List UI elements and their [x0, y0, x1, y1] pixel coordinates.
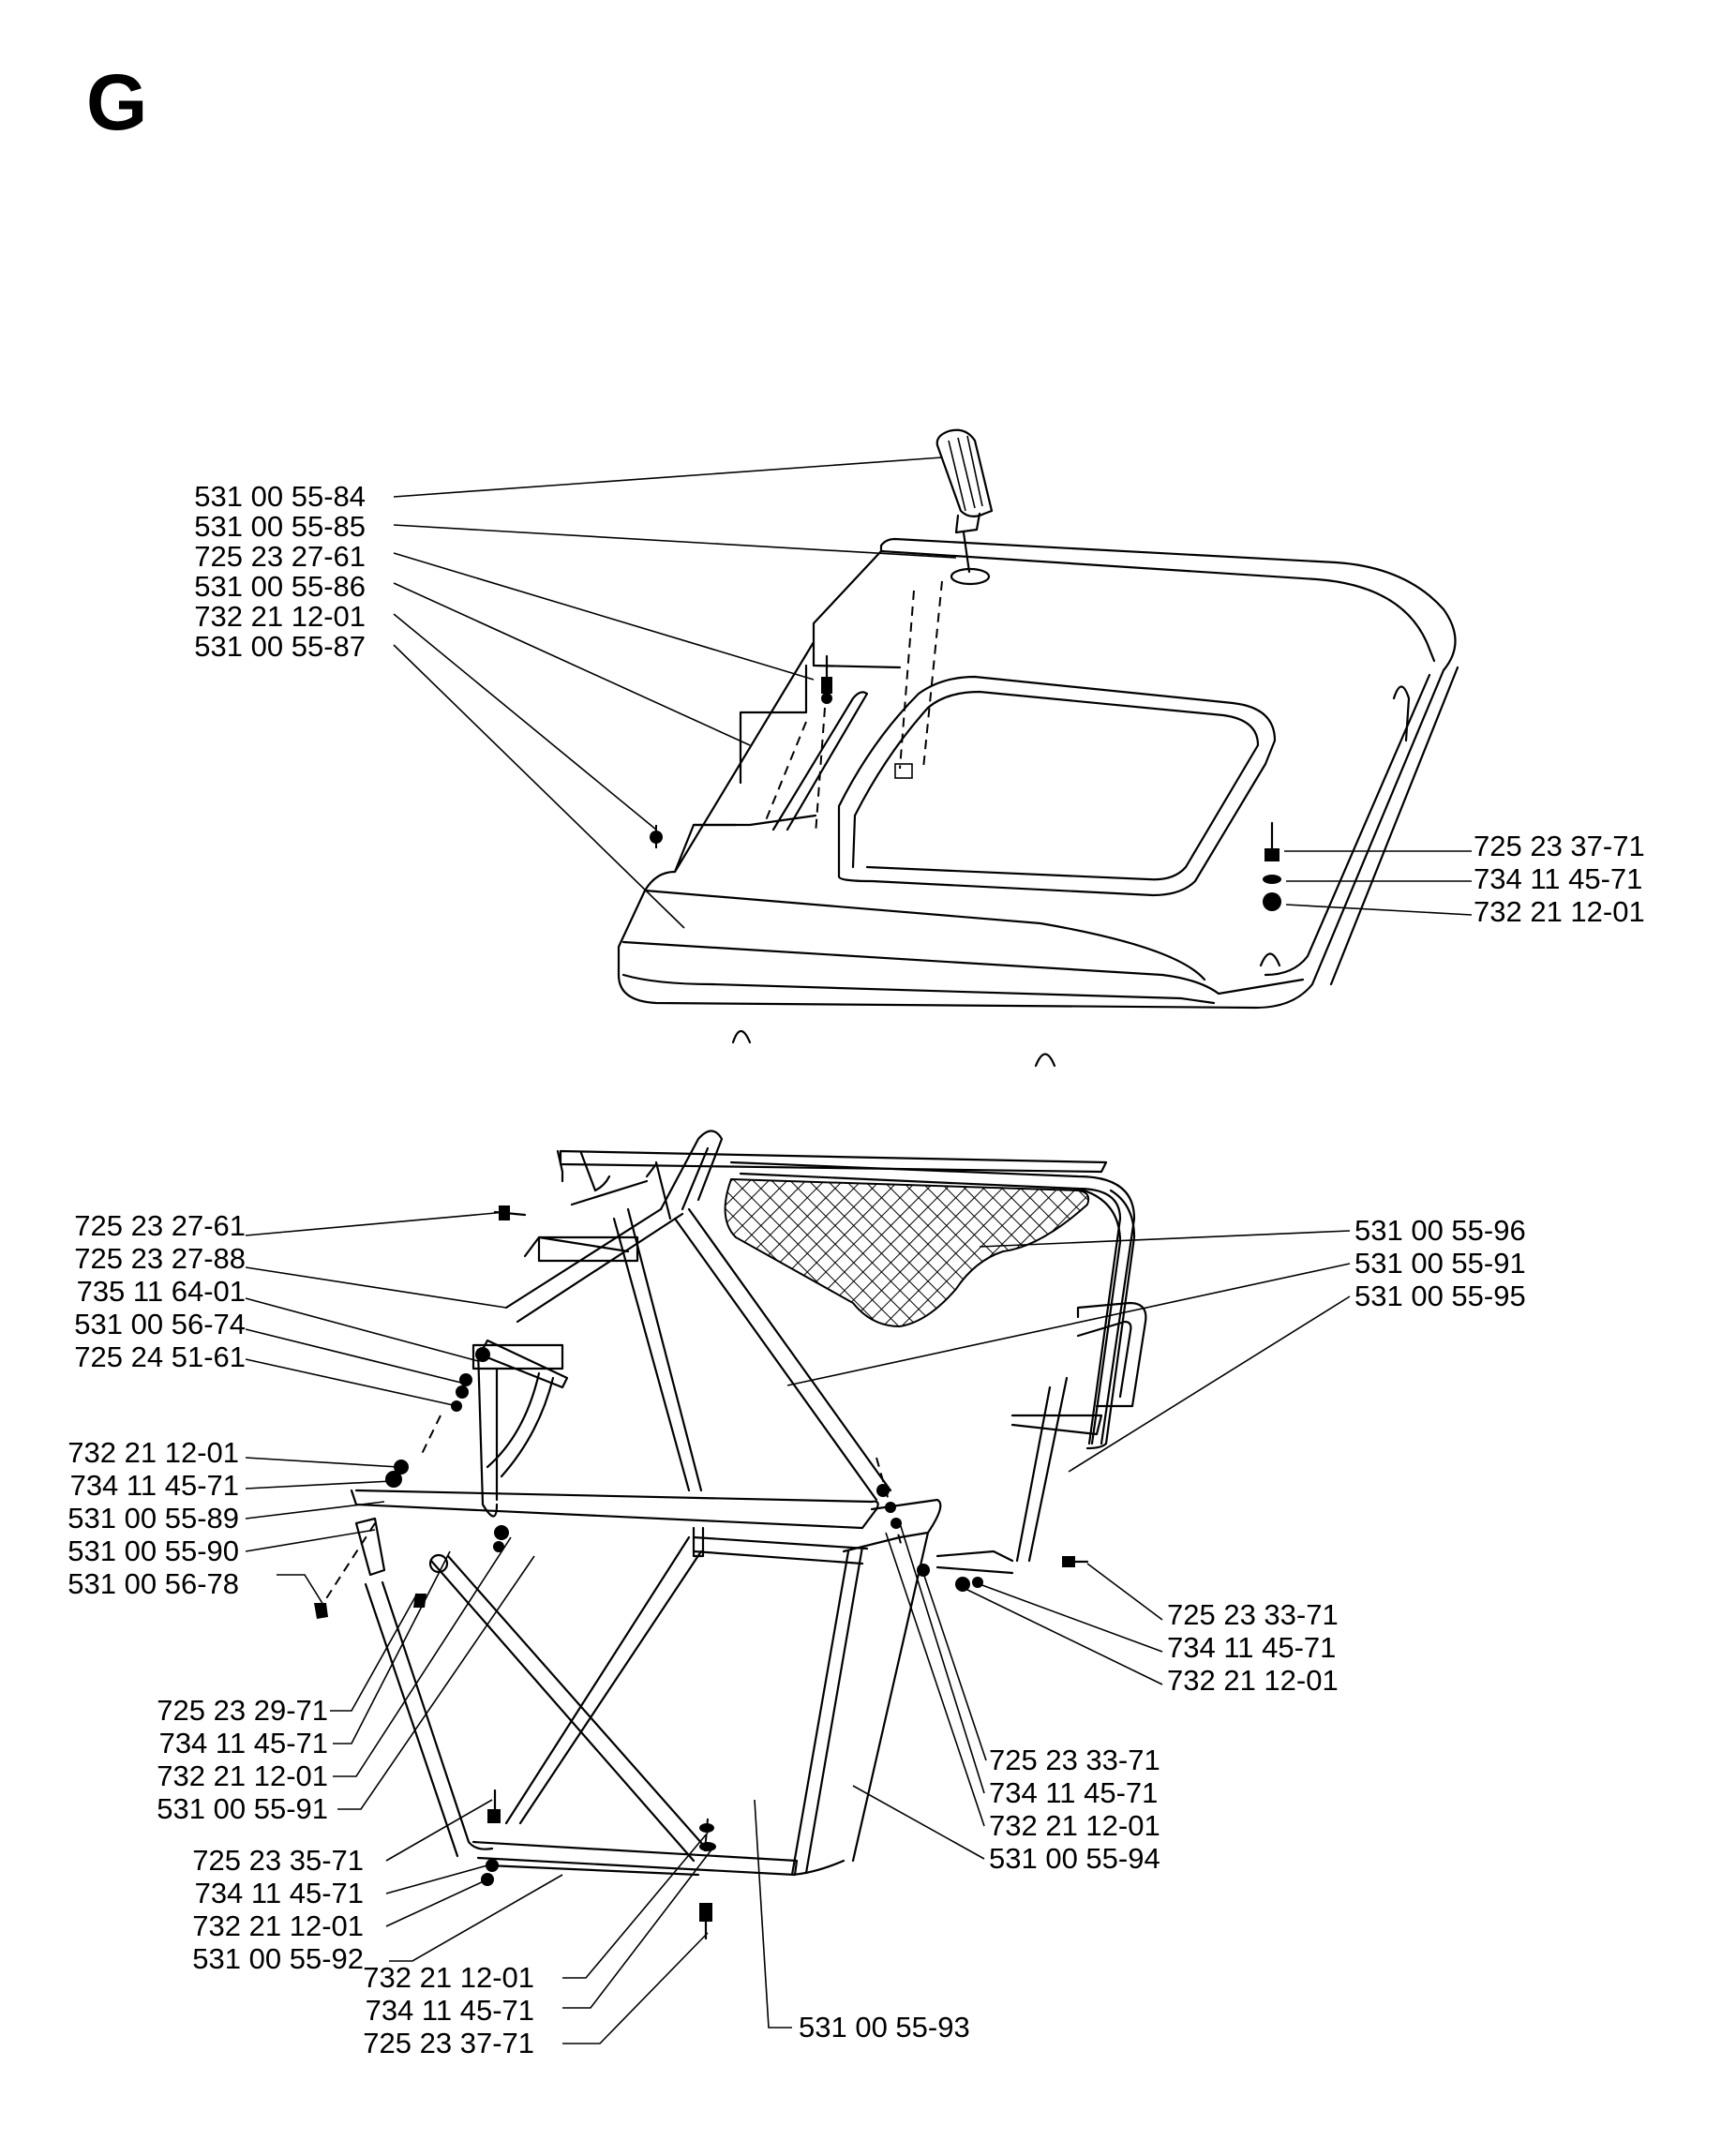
part-number: 734 11 45-71: [366, 1994, 534, 2027]
part-number: 732 21 12-01: [192, 1909, 364, 1942]
washer-icon: [385, 1460, 409, 1488]
bolt-stack-icon: [481, 1789, 501, 1886]
part-number: 734 11 45-71: [70, 1469, 239, 1502]
part-number: 734 11 45-71: [195, 1877, 364, 1909]
part-number: 725 23 29-71: [157, 1694, 328, 1727]
part-number: 732 21 12-01: [363, 1961, 534, 1994]
bolt-stack-icon: [875, 1457, 930, 1577]
frame-labels-left-low: 725 23 29-71 734 11 45-71 732 21 12-01 5…: [157, 1694, 328, 1825]
bolt-icon: [314, 1603, 328, 1619]
net-bag: [724, 1177, 1090, 1328]
part-number: 735 11 64-01: [77, 1275, 246, 1308]
washer-icon: [451, 1347, 490, 1412]
part-number: 725 23 27-61: [194, 540, 366, 573]
part-number: 531 00 55-90: [67, 1535, 239, 1567]
part-number: 531 00 55-85: [194, 510, 366, 543]
part-number: 732 21 12-01: [989, 1809, 1160, 1842]
part-number: 725 23 35-71: [192, 1844, 364, 1877]
part-number: 725 23 27-88: [74, 1242, 246, 1275]
frame-labels-right-low: 725 23 33-71 734 11 45-71 732 21 12-01 5…: [989, 1744, 1160, 1875]
part-number: 531 00 55-86: [194, 570, 366, 603]
part-number: 732 21 12-01: [157, 1759, 328, 1792]
part-number: 734 11 45-71: [159, 1727, 328, 1759]
part-number: 531 00 55-89: [67, 1502, 239, 1535]
part-number: 725 23 37-71: [1474, 830, 1645, 862]
part-number: 531 00 55-84: [194, 480, 366, 513]
part-number: 725 23 37-71: [363, 2027, 534, 2059]
part-number: 732 21 12-01: [1167, 1664, 1339, 1697]
collector-frame: [314, 1130, 1147, 1940]
bolt-icon: [821, 654, 832, 704]
part-number: 734 11 45-71: [1474, 862, 1642, 895]
part-number: 531 00 55-91: [157, 1792, 328, 1825]
section-letter: G: [86, 58, 147, 146]
part-number: 734 11 45-71: [1167, 1631, 1336, 1664]
collector-lid: [617, 428, 1459, 1068]
grip-icon: [935, 428, 994, 586]
part-number: 531 00 55-93: [799, 2011, 970, 2044]
part-number: 725 23 33-71: [1167, 1598, 1339, 1631]
frame-labels-left-mid: 732 21 12-01 734 11 45-71 531 00 55-89 5…: [67, 1436, 239, 1600]
nut-icon: [650, 831, 663, 844]
part-number: 732 21 12-01: [67, 1436, 239, 1469]
part-number: 531 00 55-91: [1354, 1247, 1526, 1280]
frame-labels-right-mid: 725 23 33-71 734 11 45-71 732 21 12-01: [1167, 1598, 1339, 1697]
lid-labels-right: 725 23 37-71 734 11 45-71 732 21 12-01: [1474, 830, 1645, 928]
lid-labels-left: 531 00 55-84 531 00 55-85 725 23 27-61 5…: [194, 480, 366, 663]
bolt-stack-icon: [1263, 821, 1281, 911]
part-number: 725 23 33-71: [989, 1744, 1160, 1776]
part-number: 732 21 12-01: [1474, 895, 1645, 928]
bolt-stack-icon: [955, 1577, 983, 1592]
lid-leaders: [393, 457, 1473, 929]
bolt-stack-icon: [699, 1818, 716, 1940]
part-number: 531 00 55-96: [1354, 1214, 1526, 1247]
frame-labels-bottom-center: 732 21 12-01 734 11 45-71 725 23 37-71: [363, 1961, 534, 2059]
bolt-icon: [1062, 1556, 1089, 1567]
nut-icon: [493, 1525, 509, 1552]
part-number: 531 00 55-87: [194, 630, 366, 663]
part-number: 531 00 55-95: [1354, 1280, 1526, 1312]
frame-labels-right-top: 531 00 55-96 531 00 55-91 531 00 55-95: [1354, 1214, 1526, 1312]
part-number: 531 00 56-74: [74, 1308, 246, 1340]
part-number: 732 21 12-01: [194, 600, 366, 633]
part-number: 725 24 51-61: [74, 1340, 246, 1373]
part-number: 531 00 56-78: [67, 1567, 239, 1600]
part-number: 734 11 45-71: [989, 1776, 1158, 1809]
part-number: 531 00 55-94: [989, 1842, 1160, 1875]
part-number: 531 00 55-92: [192, 1942, 364, 1975]
part-number: 725 23 27-61: [74, 1209, 246, 1242]
frame-labels-left-bottom: 725 23 35-71 734 11 45-71 732 21 12-01 5…: [192, 1844, 364, 1975]
frame-labels-left-top: 725 23 27-61 725 23 27-88 735 11 64-01 5…: [74, 1209, 246, 1373]
frame-leaders: [245, 1211, 1351, 2044]
